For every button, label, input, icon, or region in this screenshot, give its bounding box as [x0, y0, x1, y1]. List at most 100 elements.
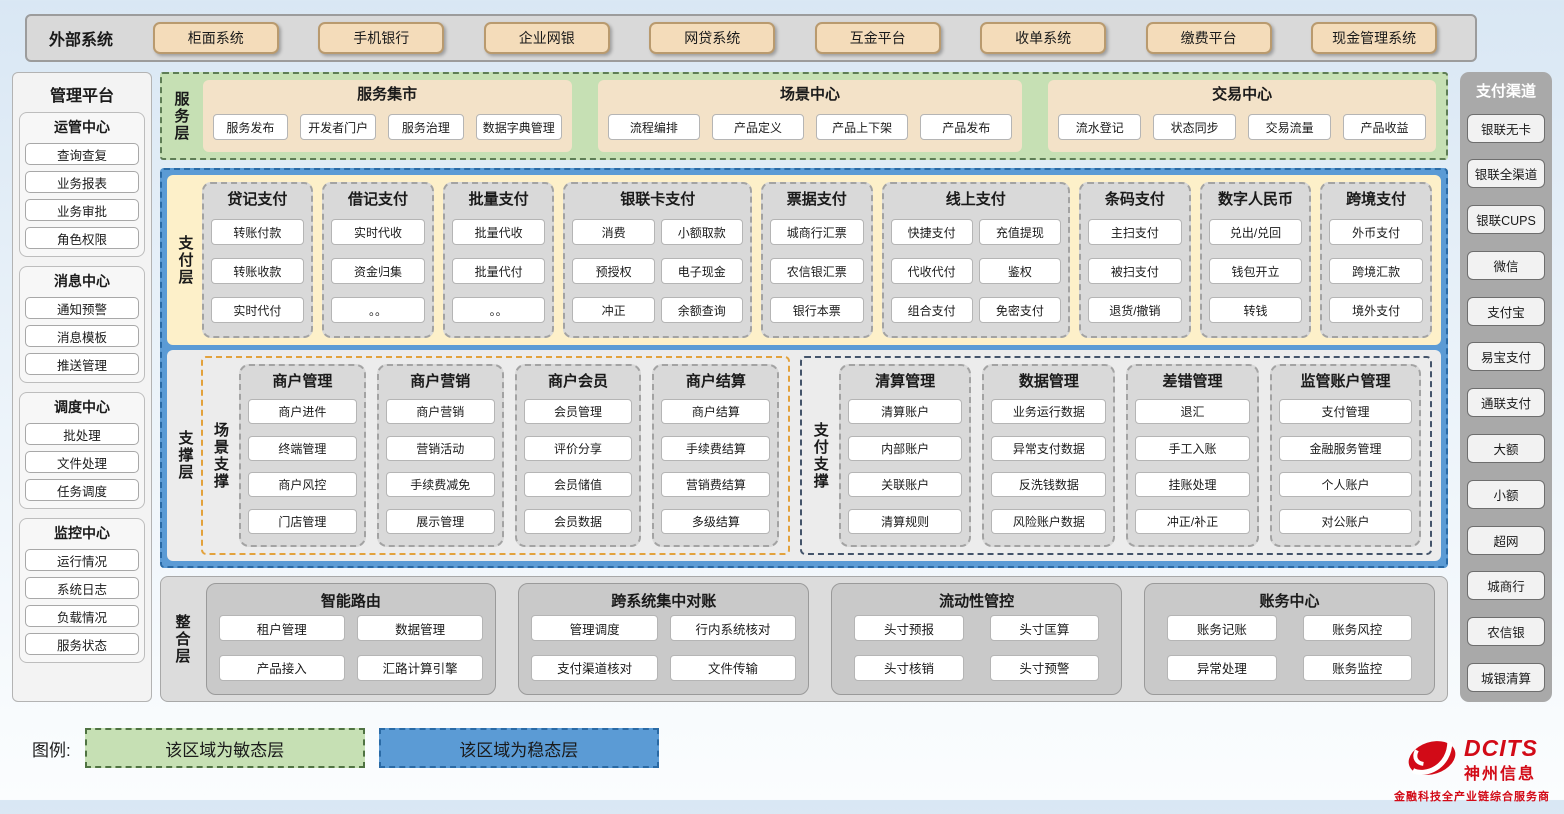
- integration-group-title: 智能路由: [219, 587, 484, 615]
- legend-label: 图例:: [32, 736, 71, 761]
- external-system-box: 现金管理系统: [1311, 22, 1437, 54]
- integration-item-box: 账务风控: [1303, 615, 1412, 641]
- payment-column-title: 银联卡支付: [572, 186, 742, 212]
- legend: 图例: 该区域为敏态层 该区域为稳态层: [32, 728, 1564, 768]
- support-column-items: 清算账户内部账户关联账户清算规则: [848, 394, 963, 539]
- payment-item-box: 城商行汇票: [770, 219, 864, 245]
- external-system-box: 企业网银: [484, 22, 610, 54]
- support-item-box: 多级结算: [661, 509, 770, 534]
- payment-item-box: 。。: [331, 297, 425, 323]
- payment-item-box: 余额查询: [661, 297, 743, 323]
- dcits-swirl-icon: [1406, 736, 1458, 785]
- external-system-box: 手机银行: [318, 22, 444, 54]
- payment-column-title: 条码支付: [1088, 186, 1182, 212]
- payment-item-box: 外币支付: [1329, 219, 1423, 245]
- integration-group: 账务中心账务记账账务风控异常处理账务监控: [1144, 583, 1435, 695]
- payment-item-box: 转账付款: [211, 219, 305, 245]
- support-item-box: 会员数据: [524, 509, 633, 534]
- support-column-title: 商户营销: [386, 368, 495, 394]
- payment-item-box: 预授权: [572, 258, 654, 284]
- management-group: 运管中心查询查复业务报表业务审批角色权限: [19, 112, 145, 257]
- support-item-box: 业务运行数据: [991, 399, 1106, 424]
- support-column-title: 清算管理: [848, 368, 963, 394]
- management-group-title: 消息中心: [25, 271, 139, 291]
- payment-channel-box: 银联CUPS: [1467, 205, 1545, 234]
- payment-channel-box: 支付宝: [1467, 297, 1545, 326]
- payment-item-box: 批量代付: [452, 258, 546, 284]
- payment-channel-box: 易宝支付: [1467, 342, 1545, 371]
- support-column-items: 退汇手工入账挂账处理冲正/补正: [1135, 394, 1250, 539]
- payment-column-items: 批量代收批量代付。。: [452, 212, 546, 330]
- integration-item-box: 租户管理: [219, 615, 345, 641]
- payment-column: 票据支付城商行汇票农信银汇票银行本票: [761, 182, 873, 338]
- logo-name: DCITS: [1464, 737, 1538, 760]
- support-item-box: 异常支付数据: [991, 436, 1106, 461]
- payment-item-box: 境外支付: [1329, 297, 1423, 323]
- logo-tagline: 金融科技全产业链综合服务商: [1394, 788, 1550, 804]
- payment-item-box: 鉴权: [979, 258, 1061, 284]
- payment-channel-box: 大额: [1467, 434, 1545, 463]
- support-item-box: 营销活动: [386, 436, 495, 461]
- service-layer-label: 服务层: [172, 91, 189, 142]
- payment-channel-box: 城商行: [1467, 571, 1545, 600]
- payment-item-box: 免密支付: [979, 297, 1061, 323]
- support-item-box: 金融服务管理: [1279, 436, 1412, 461]
- support-column: 商户营销商户营销营销活动手续费减免展示管理: [377, 364, 504, 547]
- payment-layer-label: 支付层: [176, 182, 193, 338]
- payment-channels-panel: 支付渠道 银联无卡银联全渠道银联CUPS微信支付宝易宝支付通联支付大额小额超网城…: [1460, 72, 1552, 702]
- service-layer-groups: 服务集市服务发布开发者门户服务治理数据字典管理场景中心流程编排产品定义产品上下架…: [203, 80, 1437, 152]
- management-item-box: 推送管理: [25, 353, 139, 375]
- support-item-box: 终端管理: [248, 436, 357, 461]
- payment-item-box: 电子现金: [661, 258, 743, 284]
- integration-layer: 整合层 智能路由租户管理数据管理产品接入汇路计算引擎跨系统集中对账管理调度行内系…: [160, 576, 1448, 702]
- support-column-items: 商户营销营销活动手续费减免展示管理: [386, 394, 495, 539]
- payment-column-title: 批量支付: [452, 186, 546, 212]
- service-item-box: 产品定义: [712, 114, 804, 140]
- service-group-title: 交易中心: [1058, 83, 1426, 104]
- payment-item-box: 被扫支付: [1088, 258, 1182, 284]
- support-item-box: 清算规则: [848, 509, 963, 534]
- integration-item-box: 文件传输: [670, 655, 796, 681]
- payment-layer: 支付层 贷记支付转账付款转账收款实时代付借记支付实时代收资金归集。。批量支付批量…: [167, 175, 1441, 345]
- payment-channel-box: 超网: [1467, 526, 1545, 555]
- payment-column: 数字人民币兑出/兑回钱包开立转钱: [1200, 182, 1312, 338]
- management-groups: 运管中心查询查复业务报表业务审批角色权限消息中心通知预警消息模板推送管理调度中心…: [19, 112, 145, 663]
- integration-group: 流动性管控头寸预报头寸匡算头寸核销头寸预警: [831, 583, 1122, 695]
- logo-cn-name: 神州信息: [1464, 760, 1538, 784]
- payment-item-box: 转钱: [1209, 297, 1303, 323]
- integration-item-box: 头寸核销: [854, 655, 963, 681]
- service-item-box: 服务治理: [388, 114, 464, 140]
- support-item-box: 清算账户: [848, 399, 963, 424]
- payment-column-items: 消费小额取款预授权电子现金冲正余额查询: [572, 212, 742, 330]
- integration-item-box: 数据管理: [357, 615, 483, 641]
- support-column-title: 商户结算: [661, 368, 770, 394]
- external-systems-bar: 外部系统 柜面系统手机银行企业网银网贷系统互金平台收单系统缴费平台现金管理系统: [25, 14, 1477, 62]
- payment-item-box: 实时代付: [211, 297, 305, 323]
- payment-column-items: 主扫支付被扫支付退货/撤销: [1088, 212, 1182, 330]
- integration-group-items: 管理调度行内系统核对支付渠道核对文件传输: [531, 615, 796, 686]
- support-column-title: 商户会员: [524, 368, 633, 394]
- integration-item-box: 支付渠道核对: [531, 655, 657, 681]
- payment-column: 借记支付实时代收资金归集。。: [322, 182, 434, 338]
- support-column-items: 业务运行数据异常支付数据反洗钱数据风险账户数据: [991, 394, 1106, 539]
- integration-group: 智能路由租户管理数据管理产品接入汇路计算引擎: [206, 583, 497, 695]
- support-item-box: 手续费减免: [386, 472, 495, 497]
- payment-channel-box: 小额: [1467, 480, 1545, 509]
- support-column-items: 支付管理金融服务管理个人账户对公账户: [1279, 394, 1412, 539]
- center-layers: 服务层 服务集市服务发布开发者门户服务治理数据字典管理场景中心流程编排产品定义产…: [160, 72, 1448, 702]
- support-item-box: 评价分享: [524, 436, 633, 461]
- service-item-box: 状态同步: [1153, 114, 1236, 140]
- payment-column-title: 数字人民币: [1209, 186, 1303, 212]
- support-section-label: 支付支撑: [811, 364, 828, 547]
- integration-item-box: 头寸预警: [990, 655, 1099, 681]
- support-column-title: 数据管理: [991, 368, 1106, 394]
- service-group-items: 流水登记状态同步交易流量产品收益: [1058, 108, 1426, 146]
- payment-column-items: 转账付款转账收款实时代付: [211, 212, 305, 330]
- support-column: 差错管理退汇手工入账挂账处理冲正/补正: [1126, 364, 1259, 547]
- payment-column-title: 票据支付: [770, 186, 864, 212]
- integration-item-box: 行内系统核对: [670, 615, 796, 641]
- support-item-box: 关联账户: [848, 472, 963, 497]
- payment-item-box: 快捷支付: [891, 219, 973, 245]
- payment-channel-box: 银联无卡: [1467, 114, 1545, 143]
- management-platform-title: 管理平台: [19, 78, 145, 112]
